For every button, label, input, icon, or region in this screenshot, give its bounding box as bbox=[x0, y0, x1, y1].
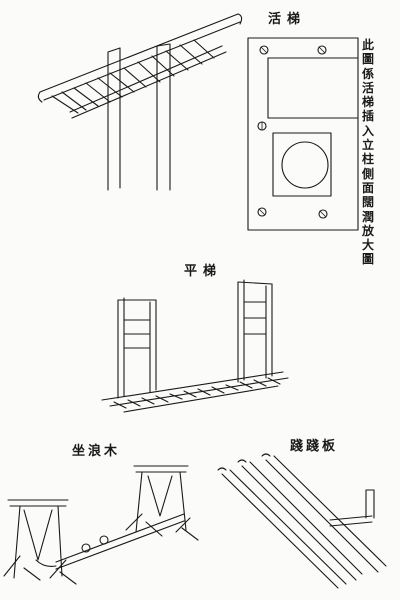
movable-ladder-drawing bbox=[37, 13, 243, 191]
movable-ladder-label: 活梯 bbox=[268, 12, 307, 27]
seesaw-drawing bbox=[3, 465, 199, 585]
swing-boards-drawing bbox=[217, 453, 387, 589]
socket-plate-drawing bbox=[247, 37, 359, 231]
flat-ladder-label: 平梯 bbox=[184, 264, 223, 279]
flat-ladder-drawing bbox=[101, 279, 289, 413]
seesaw-label: 坐浪木 bbox=[72, 444, 121, 459]
socket-plate-note: 此圖係活梯插入立柱側面闊潤放大圖 bbox=[362, 38, 375, 267]
swing-boards-label: 踐踐板 bbox=[290, 439, 339, 454]
